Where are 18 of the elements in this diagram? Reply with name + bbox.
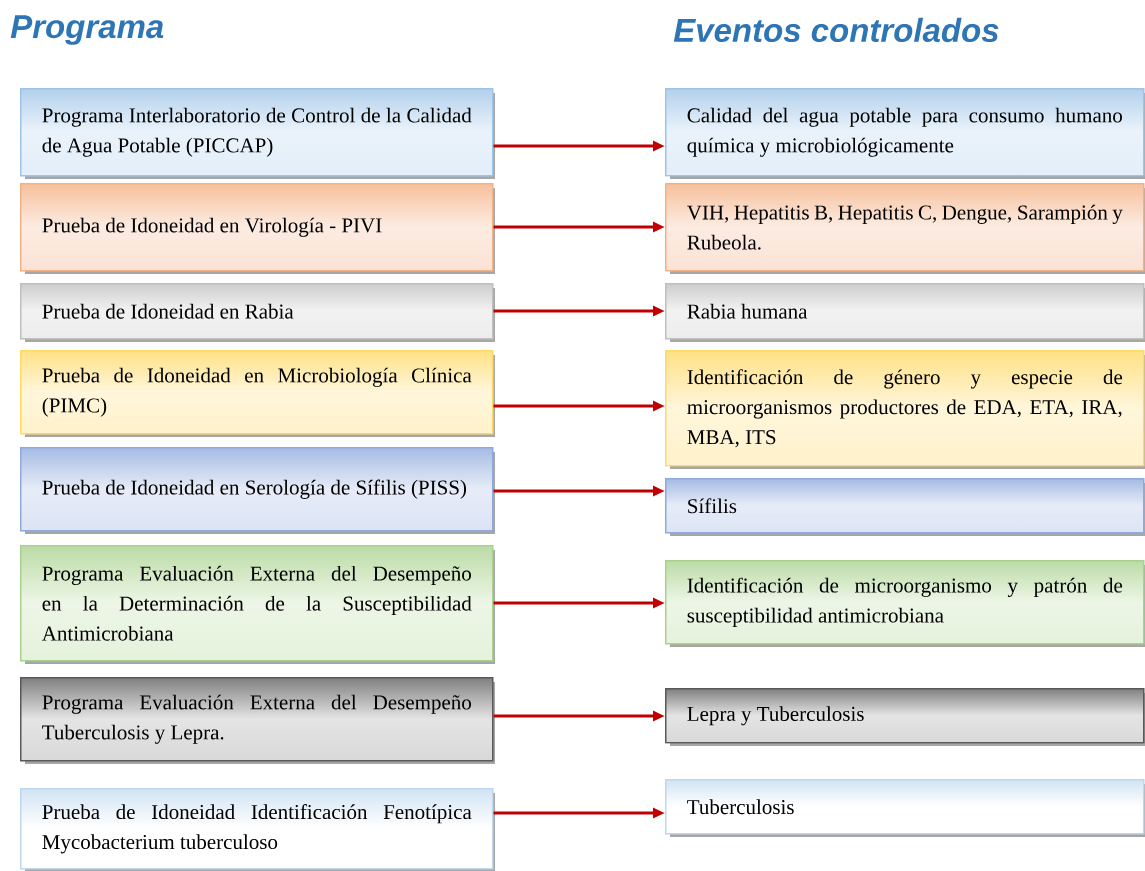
- column-heading: Programa: [10, 15, 164, 45]
- process-box: Prueba de Idoneidad en Virología - PIVI: [20, 183, 495, 274]
- process-box: Identificación de microorganismo y patrón de susceptibilidad antimicrobiana: [665, 560, 1145, 647]
- process-box: Tuberculosis: [665, 779, 1145, 837]
- process-box: Prueba de Idoneidad en Rabia: [20, 283, 495, 342]
- process-box: Rabia humana: [665, 283, 1145, 342]
- process-box: VIH, Hepatitis B, Hepatitis C, Dengue, Sarampión y Rubeola.: [665, 183, 1145, 274]
- process-box: Programa Evaluación Externa del Desempeño Tuberculosis y Lepra.: [20, 677, 495, 764]
- process-box: Sífilis: [665, 478, 1145, 536]
- process-box: Prueba de Idoneidad en Microbiología Clínica (PIMC): [20, 350, 495, 437]
- process-box: Programa Interlaboratorio de Control de la Calidad de Agua Potable (PICCAP): [20, 88, 495, 179]
- process-box: Programa Evaluación Externa del Desempeño en la Determinación de la Susceptibilidad Antimicrobiana: [20, 545, 495, 664]
- process-box: Identificación de género y especie de microorganismos productores de EDA, ETA, IRA, MBA, ITS: [665, 350, 1145, 469]
- process-box: Prueba de Idoneidad en Serología de Sífilis (PISS): [20, 447, 495, 534]
- process-box: Lepra y Tuberculosis: [665, 688, 1145, 746]
- column-heading: Eventos controlados: [673, 17, 999, 43]
- process-box: Calidad del agua potable para consumo humano química y microbiológicamente: [665, 88, 1145, 179]
- process-box: Prueba de Idoneidad Identificación Fenotípica Mycobacterium tuberculoso: [20, 788, 495, 871]
